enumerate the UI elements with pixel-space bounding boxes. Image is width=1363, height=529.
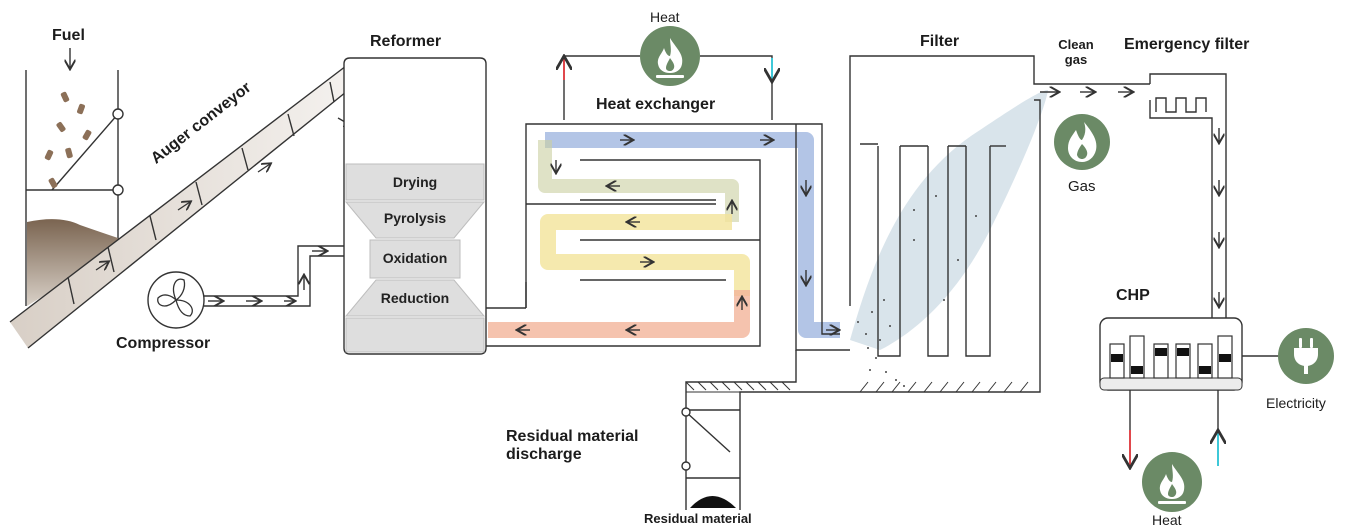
gas-label: Gas (1068, 178, 1096, 195)
fuel-hopper (25, 48, 124, 306)
fan-icon (147, 271, 205, 329)
residual-discharge (681, 350, 850, 510)
clean-gas-line2: gas (1064, 51, 1088, 67)
compressor-label: Compressor (116, 335, 211, 352)
fuel-label: Fuel (52, 27, 85, 44)
residual-material-label: Residual material (644, 511, 752, 526)
fire-icon (1054, 114, 1110, 170)
filter-label: Filter (920, 33, 960, 50)
reformer-stages (344, 163, 486, 353)
fuel-pile (27, 219, 118, 306)
electricity-label: Electricity (1266, 395, 1326, 411)
stage-reduction: Reduction (380, 290, 450, 306)
chp-label: CHP (1116, 287, 1150, 304)
residual-material-pile (690, 496, 736, 508)
heat-exchanger-flows (488, 132, 840, 338)
heat-exchanger-label: Heat exchanger (596, 96, 716, 113)
plug-icon (1278, 328, 1334, 384)
clean-gas-line1: Clean (1058, 37, 1094, 52)
emergency-filter (1149, 73, 1227, 318)
filter-gas-cloud (850, 90, 1048, 350)
compressor-air-line (204, 245, 344, 307)
residual-discharge-line2: discharge (506, 446, 582, 464)
stage-pyrolysis: Pyrolysis (383, 210, 447, 226)
auger-conveyor (9, 65, 352, 349)
stage-oxidation: Oxidation (382, 250, 448, 266)
flame-icon-bottom (1142, 452, 1202, 512)
reformer-label: Reformer (370, 33, 442, 50)
residual-discharge-label: Residual material discharge (506, 428, 639, 465)
emergency-filter-label: Emergency filter (1124, 36, 1250, 53)
flame-icon (640, 26, 700, 86)
clean-gas-label: Clean gas (1052, 37, 1100, 68)
heat-exchanger (486, 123, 850, 351)
residual-discharge-line1: Residual material (506, 428, 639, 445)
chp-unit (1099, 317, 1243, 391)
fuel-pellets (44, 91, 92, 189)
heat-top-label: Heat (650, 9, 680, 25)
filter-particles (857, 195, 977, 387)
heat-bottom-label: Heat (1152, 512, 1182, 528)
stage-drying: Drying (392, 174, 438, 190)
